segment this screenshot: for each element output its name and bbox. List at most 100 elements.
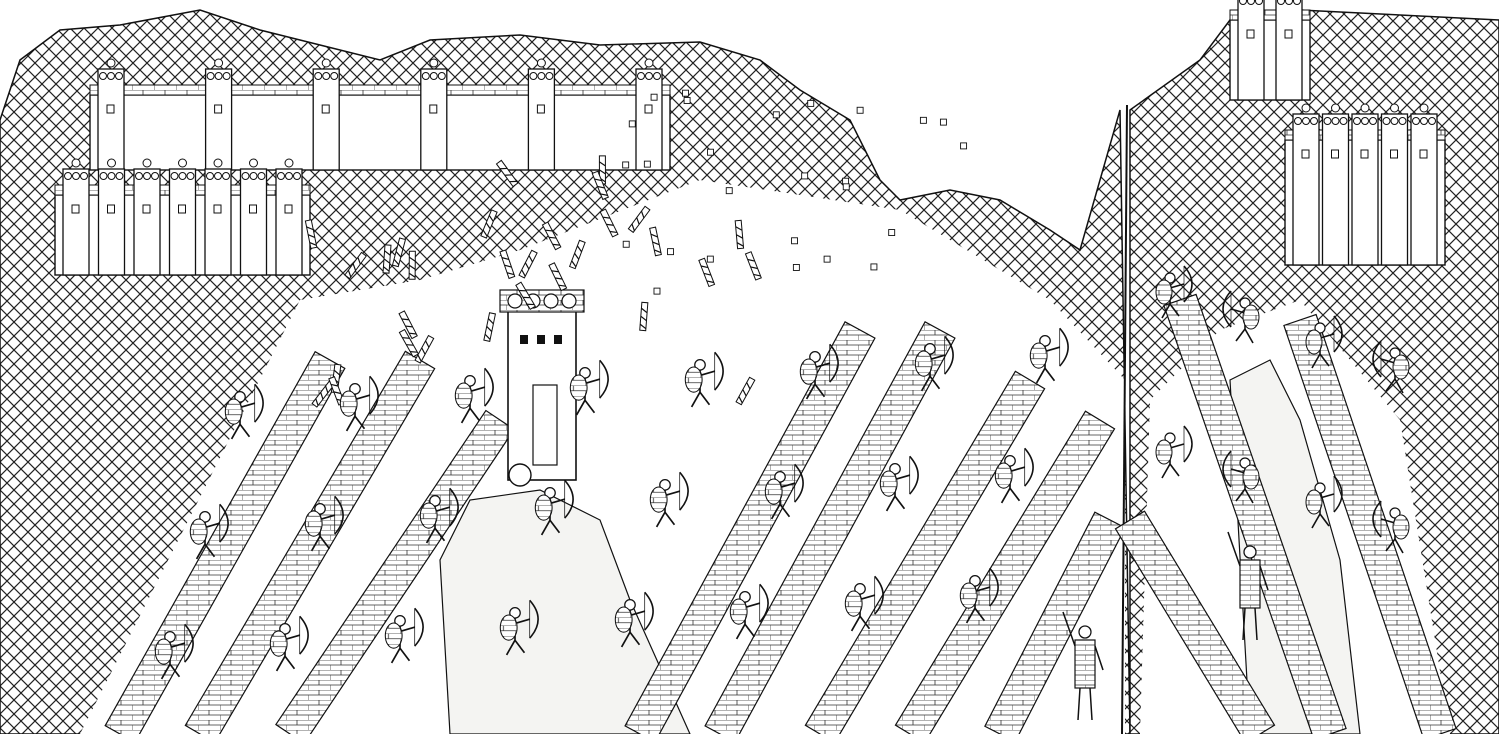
torch	[398, 328, 420, 358]
archer-bow	[219, 503, 229, 543]
ramp-band	[894, 410, 1116, 734]
shield-icon	[115, 172, 124, 180]
shield-icon	[1392, 514, 1410, 540]
torch	[639, 301, 649, 332]
wall-tower	[1275, 0, 1303, 101]
torch	[734, 219, 745, 250]
defender-icon	[1331, 103, 1340, 113]
shield-icon	[1293, 0, 1301, 5]
shield-icon	[419, 502, 438, 529]
figure-arms	[1062, 611, 1104, 671]
tower-window	[214, 104, 223, 114]
archer	[914, 335, 954, 392]
falling-stone	[791, 237, 798, 245]
shield-icon	[499, 614, 518, 641]
shield-icon	[330, 72, 339, 80]
shield-icon	[214, 72, 223, 80]
torch-binding	[484, 318, 494, 340]
archer	[1222, 290, 1260, 344]
torch	[414, 334, 435, 364]
torch-shaft	[414, 334, 435, 364]
falling-stone	[706, 255, 714, 263]
torch	[391, 237, 407, 268]
torch-binding	[482, 215, 494, 237]
tower-window	[1419, 149, 1428, 159]
shield-icon	[1361, 117, 1369, 125]
shield-icon	[421, 72, 430, 80]
falling-stone	[653, 287, 661, 295]
torch	[398, 310, 418, 340]
archer	[684, 351, 724, 408]
wall-tower	[312, 68, 340, 171]
torch	[518, 249, 538, 279]
falling-stone	[823, 255, 831, 263]
archer	[879, 455, 919, 512]
torch-binding	[650, 233, 662, 254]
wall-tower	[1351, 113, 1379, 266]
shield-icon	[257, 172, 266, 180]
standing-figure	[1062, 611, 1104, 721]
archer	[729, 583, 769, 640]
archer-head	[1004, 455, 1016, 467]
shield-icon	[614, 606, 633, 633]
wall-tower	[62, 168, 90, 276]
wall-tower	[133, 168, 161, 276]
archer-head	[694, 359, 706, 371]
archer-bow	[1333, 475, 1343, 513]
wall-battlement	[89, 84, 671, 96]
archer-head	[659, 479, 671, 491]
shield-icon	[222, 72, 231, 80]
ramp-band	[804, 370, 1046, 734]
torch-icon	[304, 89, 968, 408]
tower-window	[1360, 149, 1369, 159]
torch	[591, 170, 609, 201]
archer-bow	[714, 351, 724, 391]
falling-stone	[792, 264, 800, 271]
archer-bow	[599, 359, 609, 399]
archer	[189, 503, 229, 560]
torch	[480, 209, 498, 239]
torch-shaft	[483, 312, 497, 342]
siege-tower-port	[520, 335, 528, 344]
ramp-band	[624, 321, 876, 734]
archer	[569, 359, 609, 416]
tower-window	[249, 204, 257, 214]
archer	[1155, 265, 1193, 319]
archer-head	[924, 343, 936, 355]
defender-icon	[1419, 103, 1429, 113]
archer-bow	[1372, 500, 1382, 538]
shield-icon	[1285, 0, 1293, 5]
tower-window	[213, 204, 222, 214]
archer-bow	[449, 487, 459, 527]
tower-window	[107, 204, 115, 214]
shield-icon	[637, 72, 645, 80]
shield-icon	[454, 382, 473, 409]
wall-battlement	[1229, 9, 1311, 21]
shield-icon	[507, 293, 523, 309]
shield-icon	[429, 72, 438, 80]
shield-icon	[545, 72, 554, 80]
wall-tower	[1321, 113, 1350, 266]
shield-icon	[241, 172, 250, 180]
archer-icon	[154, 265, 1410, 680]
shield-icon	[170, 172, 179, 180]
shield-icon	[322, 72, 331, 80]
shield-icon	[314, 72, 323, 80]
shield-icon	[537, 72, 546, 80]
defender-icon	[429, 58, 439, 68]
shield-icon	[684, 366, 703, 393]
archer	[959, 567, 999, 624]
torch-shaft	[344, 251, 367, 280]
tower-window	[321, 104, 330, 114]
shield-icon	[645, 72, 653, 80]
figure-legs	[1077, 687, 1093, 721]
standing-figures	[1062, 531, 1269, 721]
shield-icon	[99, 172, 108, 180]
torch-binding	[631, 210, 645, 231]
torch-binding	[417, 340, 430, 362]
upper-wall-right-high	[1229, 0, 1311, 101]
defender-icon	[249, 158, 258, 168]
archer-bow	[254, 383, 264, 423]
torch-binding	[306, 226, 317, 246]
shield-icon	[80, 172, 88, 180]
